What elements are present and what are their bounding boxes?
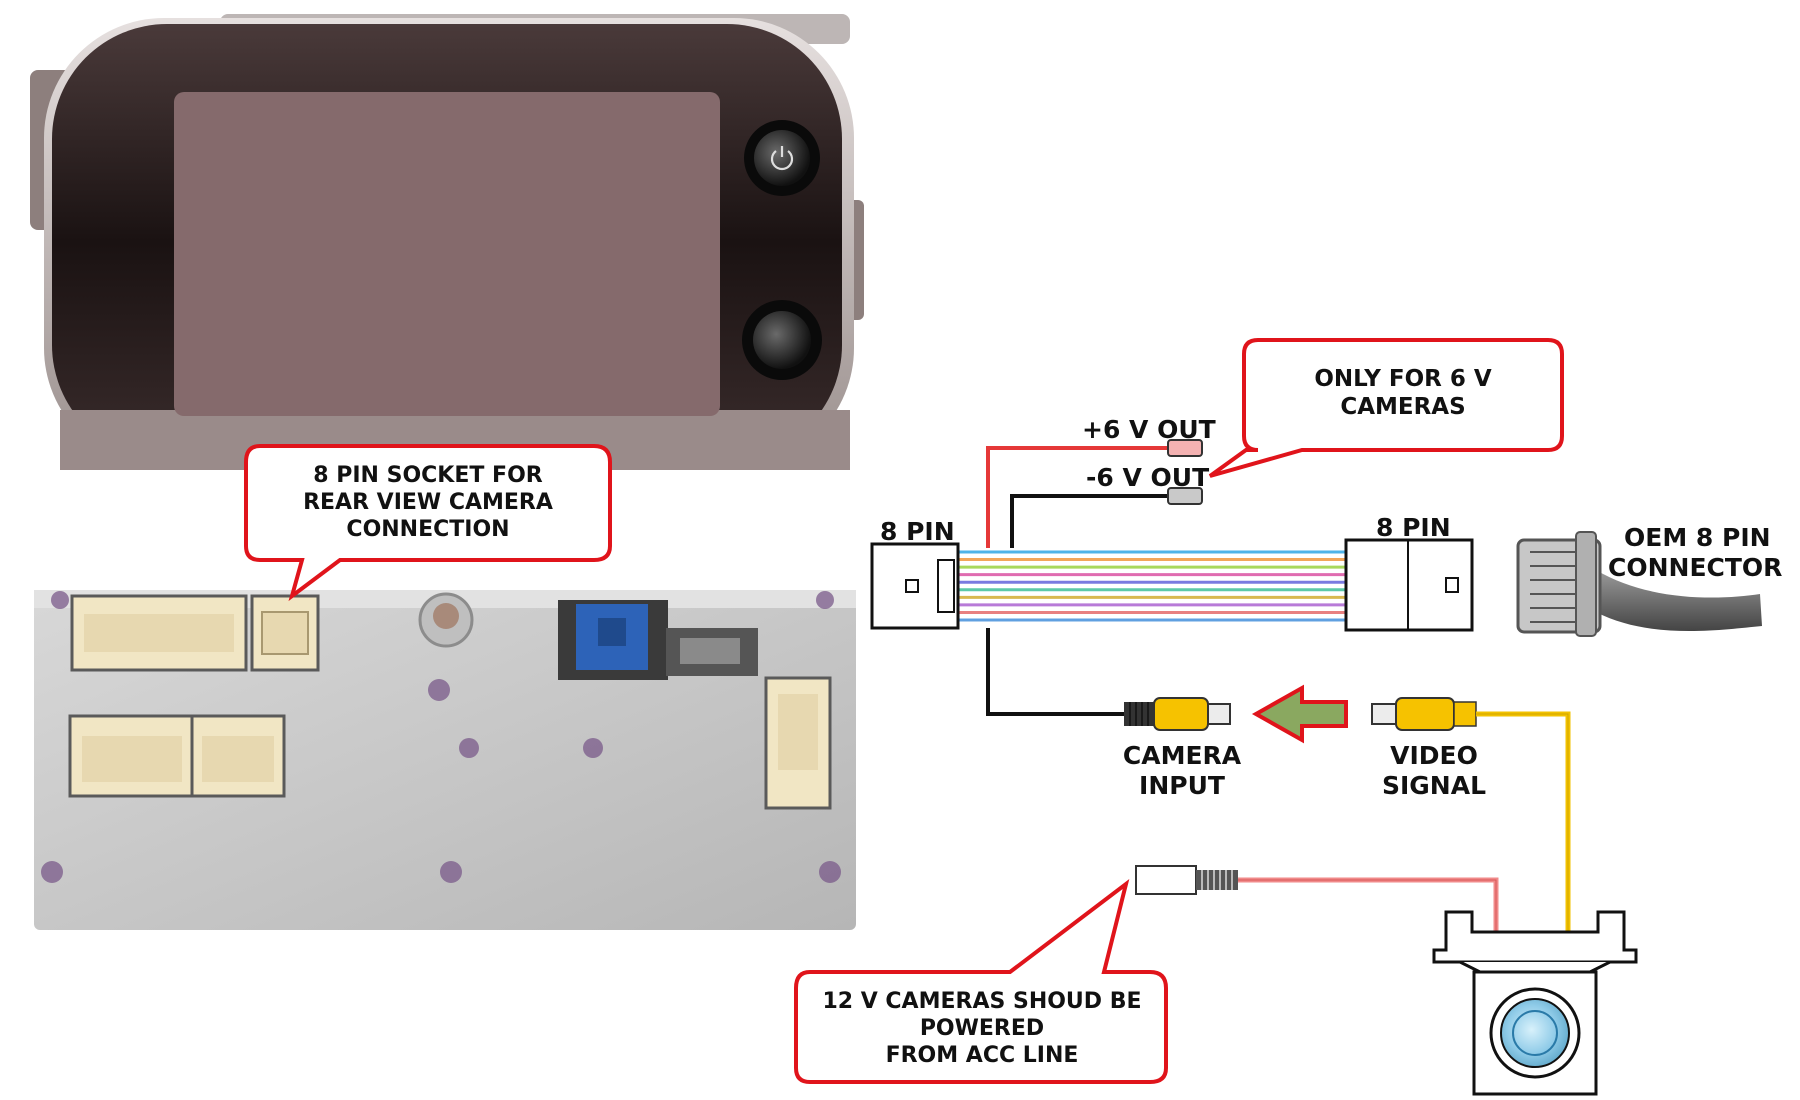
callout-socket: 8 PIN SOCKET FOR REAR VIEW CAMERA CONNEC… — [244, 444, 612, 602]
signal-arrow — [1251, 684, 1348, 744]
rear-camera — [1432, 910, 1638, 1096]
video-wire — [1476, 711, 1571, 932]
camera-input-label-line-1: CAMERA — [1123, 741, 1242, 770]
head-unit-front — [30, 14, 864, 470]
rca-plug-icon — [1207, 703, 1231, 725]
connector-8pin-right[interactable] — [1344, 538, 1474, 632]
minus6-terminal — [1167, 487, 1203, 505]
callout-six-volt-line-2: CAMERAS — [1340, 394, 1465, 420]
power-button[interactable] — [744, 120, 820, 196]
video-signal-plug[interactable] — [1371, 697, 1477, 731]
camera-input-plug[interactable] — [1124, 697, 1231, 731]
oem-label-line-2: CONNECTOR — [1608, 553, 1782, 582]
callout-acc-line-2: POWERED — [920, 1016, 1044, 1041]
volume-knob[interactable] — [742, 300, 822, 380]
connector-lower — [68, 714, 286, 798]
connector-blue — [558, 600, 668, 680]
minus6-label: -6 V OUT — [1086, 463, 1209, 492]
connector-vertical — [764, 676, 832, 810]
rear-camera-socket[interactable] — [250, 594, 320, 672]
red-wire — [986, 446, 1168, 548]
ribbon-cable — [958, 550, 1346, 622]
connector-icon — [1575, 531, 1597, 637]
callout-six-volt-line-1: ONLY FOR 6 V — [1314, 366, 1492, 392]
display-screen — [174, 92, 720, 416]
plus6-label: +6 V OUT — [1082, 415, 1216, 444]
callout-acc-line-1: 12 V CAMERAS SHOUD BE — [822, 989, 1141, 1014]
callout-socket-line-2: REAR VIEW CAMERA — [303, 490, 553, 515]
pin-right-label: 8 PIN — [1376, 513, 1451, 542]
power-plug[interactable] — [1135, 865, 1238, 895]
connector-main — [70, 594, 248, 672]
callout-six-volt: ONLY FOR 6 V CAMERAS — [1208, 338, 1564, 478]
callout-socket-line-3: CONNECTION — [346, 517, 509, 542]
knob-icon — [753, 311, 811, 369]
callout-acc: 12 V CAMERAS SHOUD BE POWERED FROM ACC L… — [794, 878, 1168, 1084]
camera-input-wire — [986, 628, 1124, 716]
oem-label-line-1: OEM 8 PIN — [1624, 523, 1771, 552]
power-icon — [770, 146, 794, 171]
connector-8pin-left[interactable] — [870, 542, 960, 630]
callout-socket-line-1: 8 PIN SOCKET FOR — [313, 463, 543, 488]
head-unit-back — [34, 590, 856, 930]
black-wire — [1010, 494, 1168, 548]
video-signal-label-line-2: SIGNAL — [1382, 771, 1486, 800]
video-signal-label-line-1: VIDEO — [1390, 741, 1478, 770]
oem-connector — [1516, 531, 1762, 637]
callout-acc-line-3: FROM ACC LINE — [886, 1043, 1079, 1068]
camera-input-label-line-2: INPUT — [1139, 771, 1225, 800]
camera-lens-icon — [1489, 987, 1581, 1079]
pin-left-label: 8 PIN — [880, 517, 955, 546]
plus6-terminal — [1167, 439, 1203, 457]
connector-gray — [666, 628, 758, 676]
